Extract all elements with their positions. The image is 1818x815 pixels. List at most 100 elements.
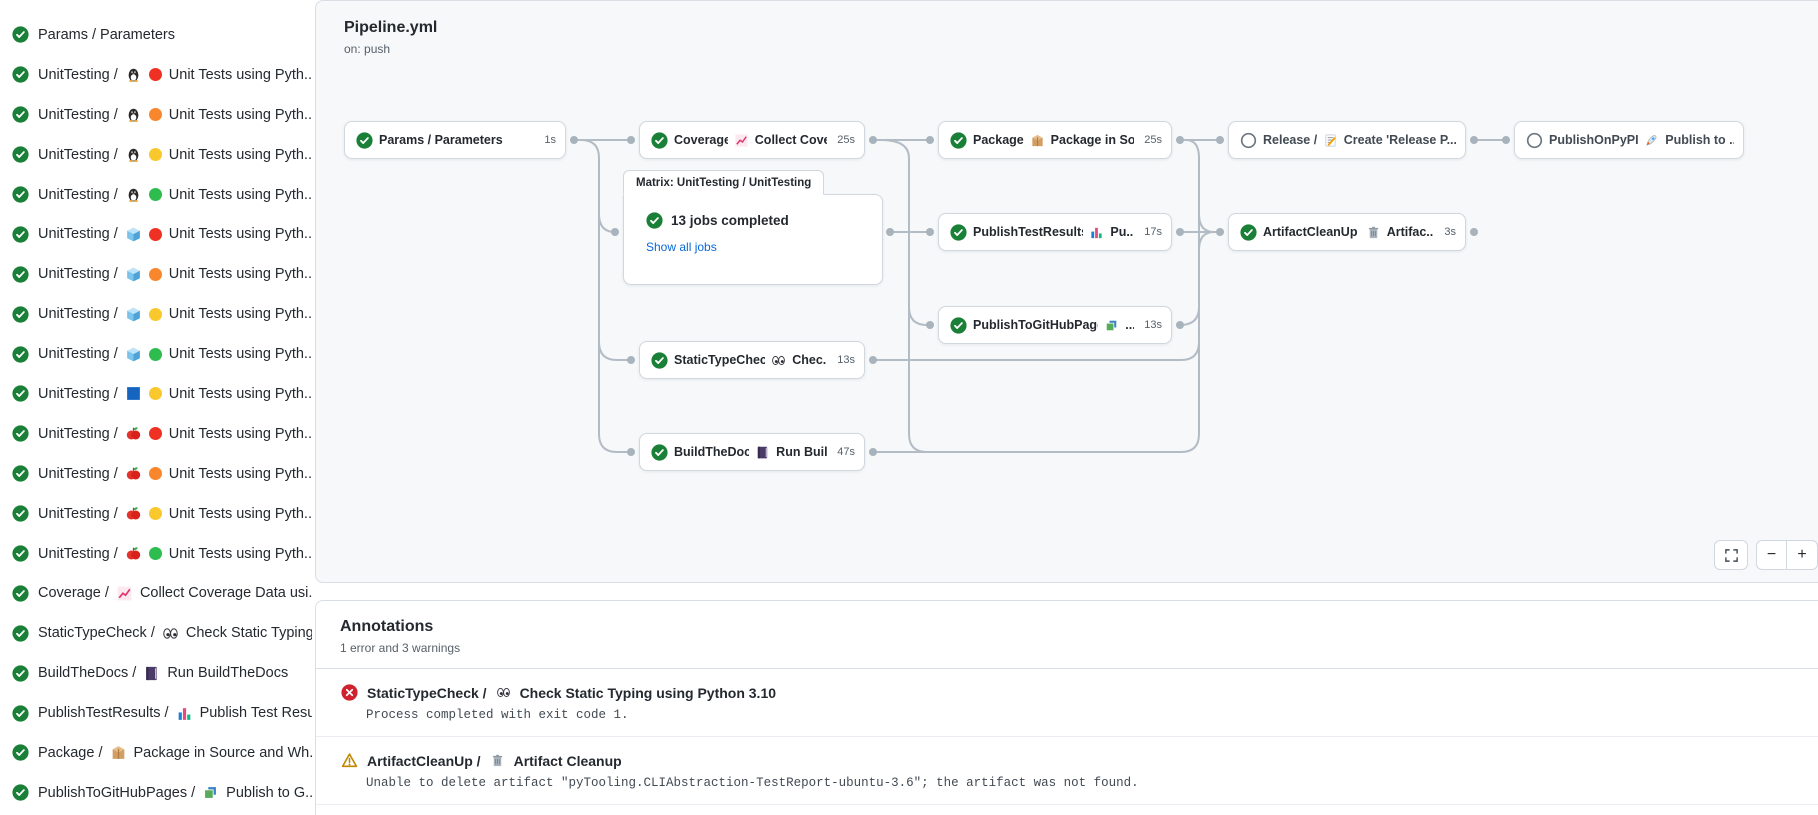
notebook-icon bbox=[755, 445, 770, 460]
annotation-job-name: ArtifactCleanUp / bbox=[367, 752, 481, 769]
check-circle-icon bbox=[12, 545, 29, 562]
annotation-title[interactable]: StaticTypeCheck /Check Static Typing usi… bbox=[340, 684, 1800, 701]
show-all-jobs-link[interactable]: Show all jobs bbox=[646, 240, 717, 254]
rocket-icon bbox=[1644, 133, 1659, 148]
fullscreen-button[interactable] bbox=[1714, 540, 1748, 570]
job-list-item[interactable]: StaticTypeCheck /Check Static Typing... bbox=[0, 613, 312, 653]
graph-node-publishtogithubpages[interactable]: PublishToGitHubPages /...13s bbox=[938, 306, 1172, 344]
windows-icon bbox=[125, 306, 142, 323]
node-job-name: StaticTypeCheck / bbox=[674, 353, 766, 367]
step-name: Publish Test Resu... bbox=[199, 705, 312, 722]
check-circle-icon bbox=[12, 226, 29, 243]
node-step-name: Create 'Release P... bbox=[1343, 133, 1456, 147]
job-name: UnitTesting / bbox=[38, 186, 118, 203]
graph-node-buildthedocs[interactable]: BuildTheDocs /Run Buil...47s bbox=[639, 433, 865, 471]
job-list-item[interactable]: PublishTestResults /Publish Test Resu... bbox=[0, 693, 312, 733]
job-list-item-label: UnitTesting /Unit Tests using Pyth... bbox=[38, 66, 312, 83]
python-version-dot bbox=[148, 68, 162, 82]
check-circle-icon bbox=[950, 223, 967, 241]
graph-node-statictypecheck[interactable]: StaticTypeCheck /Chec...13s bbox=[639, 341, 865, 379]
job-list-item[interactable]: Params / Parameters bbox=[0, 15, 312, 55]
job-list-item[interactable]: BuildTheDocs /Run BuildTheDocs bbox=[0, 653, 312, 693]
job-list-item-label: UnitTesting /Unit Tests using Pyth... bbox=[38, 425, 312, 442]
linux-icon bbox=[125, 186, 142, 203]
check-circle-icon bbox=[651, 443, 668, 461]
connector-dots bbox=[570, 136, 1510, 456]
step-name: Package in Source and Wh... bbox=[133, 744, 313, 761]
check-circle-icon bbox=[12, 146, 29, 163]
check-circle-icon bbox=[12, 465, 29, 482]
job-list-item[interactable]: UnitTesting /Unit Tests using Pyth... bbox=[0, 414, 312, 454]
job-list-item[interactable]: UnitTesting /Unit Tests using Pyth... bbox=[0, 534, 312, 574]
check-circle-icon bbox=[12, 625, 29, 642]
job-list-item[interactable]: UnitTesting /Unit Tests using Pyth... bbox=[0, 175, 312, 215]
job-name: UnitTesting / bbox=[38, 66, 118, 83]
graph-node-release[interactable]: Release /Create 'Release P... bbox=[1228, 121, 1466, 159]
zoom-out-button[interactable]: − bbox=[1757, 541, 1787, 569]
graph-node-package[interactable]: Package /Package in So...25s bbox=[938, 121, 1172, 159]
job-name: UnitTesting / bbox=[38, 425, 118, 442]
job-list-item[interactable]: PublishToGitHubPages /Publish to G... bbox=[0, 773, 312, 813]
job-list-item-label: StaticTypeCheck /Check Static Typing... bbox=[38, 625, 312, 642]
step-name: Collect Coverage Data usi... bbox=[139, 585, 312, 602]
trash-icon bbox=[1366, 225, 1381, 240]
job-list-item[interactable]: Package /Package in Source and Wh... bbox=[0, 733, 312, 773]
job-list-item-label: UnitTesting /Unit Tests using Pyth... bbox=[38, 346, 312, 363]
job-list-item[interactable]: UnitTesting /Unit Tests using Pyth... bbox=[0, 294, 312, 334]
job-list-item[interactable]: UnitTesting /Unit Tests using Pyth... bbox=[0, 55, 312, 95]
graph-node-publishonpypi[interactable]: PublishOnPyPI /Publish to ... bbox=[1514, 121, 1744, 159]
step-name: Unit Tests using Pyth... bbox=[168, 266, 312, 283]
check-circle-icon bbox=[12, 385, 29, 403]
matrix-tab[interactable]: Matrix: UnitTesting / UnitTesting bbox=[623, 170, 825, 195]
python-version-dot bbox=[148, 427, 162, 441]
job-list-item-label: Package /Package in Source and Wh... bbox=[38, 744, 312, 761]
job-name: Coverage / bbox=[38, 585, 109, 602]
node-job-name: Package / bbox=[973, 133, 1024, 147]
job-list-item-label: UnitTesting /Unit Tests using Pyth... bbox=[38, 186, 312, 203]
check-circle-icon bbox=[12, 66, 29, 83]
node-duration: 47s bbox=[837, 446, 855, 458]
job-list-item[interactable]: UnitTesting /Unit Tests using Pyth... bbox=[0, 135, 312, 175]
job-list-item-label: PublishToGitHubPages /Publish to G... bbox=[38, 784, 312, 801]
node-job-name: PublishTestResults / bbox=[973, 225, 1084, 239]
job-list-item[interactable]: Coverage / Collect Coverage Data usi... bbox=[0, 573, 312, 613]
pages-icon bbox=[202, 784, 219, 801]
job-list-item-label: UnitTesting /Unit Tests using Pyth... bbox=[38, 505, 312, 522]
step-name: Run BuildTheDocs bbox=[167, 665, 289, 682]
node-duration: 17s bbox=[1144, 226, 1162, 238]
job-list-item[interactable]: UnitTesting /Unit Tests using Pyth... bbox=[0, 334, 312, 374]
job-list-item[interactable]: UnitTesting /Unit Tests using Pyth... bbox=[0, 214, 312, 254]
matrix-group-node[interactable]: 13 jobs completed Show all jobs bbox=[623, 194, 883, 285]
job-list-item[interactable]: UnitTesting /Unit Tests using Pyth... bbox=[0, 254, 312, 294]
node-step-name: ... bbox=[1125, 318, 1134, 332]
check-circle-icon bbox=[12, 505, 29, 522]
step-name: Unit Tests using Pyth... bbox=[168, 505, 312, 522]
python-version-dot bbox=[148, 387, 162, 401]
step-name: Unit Tests using Pyth... bbox=[168, 346, 312, 363]
job-name: Params / Parameters bbox=[38, 26, 175, 43]
check-circle-icon bbox=[646, 212, 663, 229]
annotation-title[interactable]: ArtifactCleanUp /Artifact Cleanup bbox=[340, 752, 1800, 769]
check-circle-icon bbox=[12, 425, 29, 442]
graph-node-coverage[interactable]: Coverage /Collect Cove...25s bbox=[639, 121, 865, 159]
graph-node-artifactcleanup[interactable]: ArtifactCleanUp /Artifac...3s bbox=[1228, 213, 1466, 251]
job-list-item-label: UnitTesting /Unit Tests using Pyth... bbox=[38, 266, 312, 283]
annotation-message: Unable to delete artifact "pyTooling.CLI… bbox=[366, 776, 1139, 790]
zoom-in-button[interactable]: + bbox=[1787, 541, 1817, 569]
job-name: UnitTesting / bbox=[38, 545, 118, 562]
job-list-item[interactable]: UnitTesting /Unit Tests using Pyth... bbox=[0, 374, 312, 414]
job-list-item[interactable]: UnitTesting /Unit Tests using Pyth... bbox=[0, 95, 312, 135]
job-list-item[interactable]: UnitTesting /Unit Tests using Pyth... bbox=[0, 454, 312, 494]
job-list-item-label: UnitTesting /Unit Tests using Pyth... bbox=[38, 226, 312, 243]
linux-icon bbox=[125, 146, 142, 163]
node-job-name: BuildTheDocs / bbox=[674, 445, 749, 459]
chart-increasing-icon bbox=[734, 133, 749, 148]
job-name: PublishToGitHubPages / bbox=[38, 784, 196, 801]
node-step-name: Package in So... bbox=[1050, 133, 1135, 147]
graph-node-publishtestresults[interactable]: PublishTestResults /Pu...17s bbox=[938, 213, 1172, 251]
python-version-dot bbox=[148, 467, 162, 481]
job-list-item[interactable]: UnitTesting /Unit Tests using Pyth... bbox=[0, 494, 312, 534]
